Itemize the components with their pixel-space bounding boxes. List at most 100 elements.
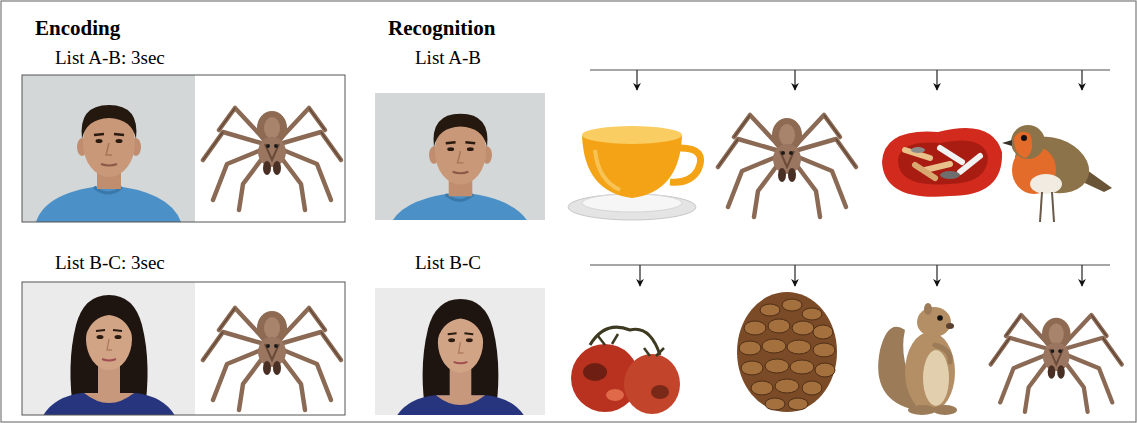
bird-picture-part-part <box>1052 192 1054 222</box>
pinecone-picture-part-part <box>788 398 808 410</box>
squirrel-picture-part <box>924 303 932 315</box>
pinecone-picture-part-part <box>760 304 780 316</box>
pinecone-picture-part-part <box>741 361 763 375</box>
encoding-pair-bc-part-part <box>203 308 341 410</box>
pinecone-picture-part-part <box>762 339 786 353</box>
pinecone-picture-part-part <box>782 299 802 311</box>
pinecone-picture <box>737 292 837 412</box>
pinecone-picture-part-part <box>802 381 822 395</box>
bird-picture-part <box>1021 135 1027 141</box>
list-label: List A-B <box>415 47 481 69</box>
pinecone-picture-part-part <box>765 359 789 373</box>
bird-picture-part <box>1002 140 1012 146</box>
encoding-pair-bc-part <box>195 282 345 415</box>
cue-face-female-part <box>375 279 545 423</box>
ashtray-picture-part-part <box>925 164 950 170</box>
encoding-pair-ab-part <box>22 75 345 222</box>
cup-picture-part <box>670 148 701 182</box>
pinecone-picture-part-part <box>815 363 835 377</box>
pinecone-picture-part <box>737 292 837 412</box>
choice-arrows-part <box>794 265 795 286</box>
encoding-pair-bc-part-part <box>22 275 195 422</box>
spider-picture <box>718 115 856 217</box>
column-heading: Recognition <box>388 16 495 40</box>
choice-arrows-part <box>636 70 637 90</box>
bird-picture-part <box>1040 192 1054 222</box>
list-label: List B-C: 3sec <box>55 252 165 274</box>
bird-picture-part-part <box>1040 192 1042 222</box>
pinecone-picture-part-part <box>775 379 799 393</box>
choice-arrows-part <box>1081 70 1082 90</box>
encoding-pair-bc-part <box>203 308 341 410</box>
encoding-pair-ab-part <box>203 108 341 210</box>
bird-picture <box>1002 125 1112 222</box>
choice-arrows-part <box>590 264 1110 265</box>
list-label: List B-C <box>415 252 481 274</box>
squirrel-picture-part <box>935 345 950 362</box>
pinecone-picture-part-part <box>787 340 811 354</box>
cup-picture-part <box>582 126 682 144</box>
ashtray-picture-part <box>911 147 925 153</box>
pinecone-picture-part-part <box>765 398 785 410</box>
tomatoes-picture-part <box>624 354 680 414</box>
spider-picture-part <box>718 115 856 217</box>
ashtray-picture-part <box>905 148 980 178</box>
choice-arrows-part <box>1081 265 1082 286</box>
choice-arrows-part <box>936 70 937 90</box>
cue-face-male <box>375 84 545 228</box>
encoding-pair-ab-part-part <box>203 108 341 210</box>
ashtray-picture-part-part <box>915 165 935 178</box>
ashtray-picture <box>882 128 1002 197</box>
ashtray-picture-part <box>940 171 960 179</box>
tomatoes-picture-part <box>583 363 607 381</box>
pinecone-picture-part <box>739 299 835 410</box>
bird-picture-part <box>1030 174 1062 194</box>
encoding-pair-bc <box>22 275 345 422</box>
choice-arrows-part <box>936 265 937 286</box>
bird-picture-part <box>1011 125 1045 159</box>
squirrel-picture-part <box>905 332 955 412</box>
cup-picture <box>568 126 701 220</box>
choice-arrows-part <box>590 69 1110 70</box>
squirrel-picture-part <box>917 307 951 337</box>
spider-picture <box>991 315 1122 412</box>
pinecone-picture-part-part <box>792 321 814 335</box>
squirrel-picture-part <box>937 315 943 321</box>
squirrel-picture <box>878 303 957 415</box>
pinecone-picture-part-part <box>739 341 761 355</box>
squirrel-picture-part <box>923 350 949 406</box>
bird-picture-part <box>1014 132 1032 158</box>
choice-arrows-part <box>639 265 640 286</box>
encoding-pair-bc-part <box>22 282 345 415</box>
pinecone-picture-part-part <box>744 321 766 335</box>
tomatoes-picture-part <box>651 385 669 399</box>
ashtray-picture-part-part <box>940 148 962 162</box>
pinecone-picture-part-part <box>751 381 773 395</box>
ashtray-picture-part-part <box>960 156 980 172</box>
encoding-pair-ab-part <box>195 75 345 222</box>
cue-face-male-part <box>375 84 545 228</box>
cup-picture-part <box>595 150 620 190</box>
encoding-pair-bc-part <box>22 275 195 422</box>
pinecone-picture-part-part <box>802 308 822 320</box>
list-label: List A-B: 3sec <box>55 47 165 69</box>
spider-picture-part <box>991 315 1122 412</box>
pinecone-picture-part-part <box>813 325 833 339</box>
ashtray-picture-part <box>882 128 1002 197</box>
pinecone-picture-part-part <box>790 360 814 374</box>
column-heading: Encoding <box>35 16 120 40</box>
tomatoes-picture-part <box>598 334 664 356</box>
squirrel-picture-part <box>908 405 936 415</box>
tomatoes-picture-part <box>606 389 624 401</box>
bird-picture-part <box>1008 128 1097 203</box>
pinecone-picture-part-part <box>813 343 835 357</box>
tomatoes-picture <box>571 327 680 414</box>
encoding-pair-ab-part-part <box>22 75 195 222</box>
pinecone-picture-part-part <box>768 319 790 333</box>
cue-face-female <box>375 279 545 423</box>
ashtray-picture-part <box>898 140 988 184</box>
